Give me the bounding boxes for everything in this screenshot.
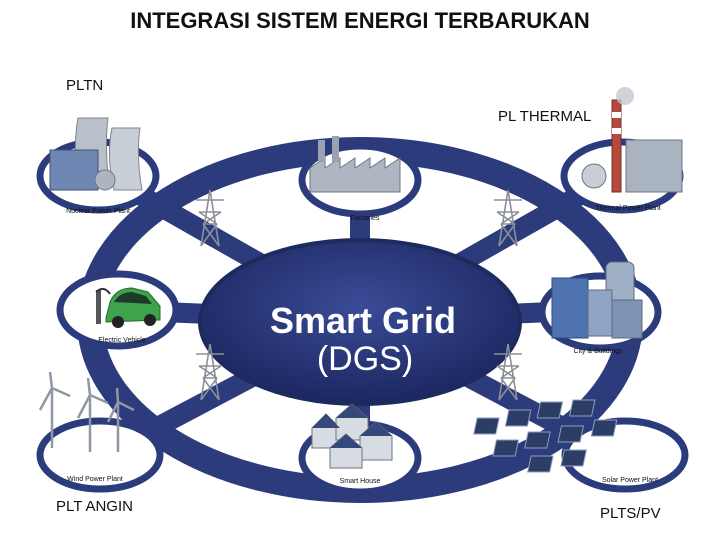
- label-pl-thermal: PL THERMAL: [498, 108, 592, 125]
- node-city: City & Buildings: [538, 261, 662, 355]
- node-wind-label: Wind Power Plant: [67, 476, 123, 483]
- node-wind: Wind Power Plant: [36, 371, 164, 493]
- node-thermal: Thermal Power Plant: [560, 87, 684, 214]
- node-solar-label: Solar Power Plant: [602, 477, 658, 484]
- dgs-subtitle: (DGS): [316, 340, 414, 378]
- label-pltn: PLTN: [66, 77, 104, 94]
- transmission-tower-icon: [196, 189, 522, 401]
- electric-car-icon: [95, 287, 161, 328]
- node-nuclear-label: Nuclear Power Plant: [66, 208, 130, 215]
- node-solar: Solar Power Plant: [473, 399, 689, 493]
- node-smart-house-label: Smart House: [340, 478, 381, 485]
- factory-icon: [309, 136, 401, 193]
- node-city-label: City & Buildings: [573, 348, 623, 355]
- node-electric-vehicle-label: Electric Vehicle: [98, 337, 146, 344]
- node-factories-label: Factories: [351, 215, 380, 222]
- node-electric-vehicle: Electric Vehicle: [56, 270, 180, 350]
- smart-house-icon: [311, 403, 393, 469]
- node-factories: Factories: [298, 136, 422, 222]
- label-plt-angin: PLT ANGIN: [56, 498, 133, 515]
- thermal-plant-icon: [581, 87, 683, 193]
- smart-grid-label: Smart Grid: [270, 300, 456, 341]
- nuclear-plant-icon: [49, 117, 143, 191]
- node-thermal-label: Thermal Power Plant: [595, 205, 660, 212]
- node-smart-house: Smart House: [298, 403, 422, 496]
- smart-grid-center: [198, 238, 522, 406]
- solar-panel-icon: [473, 399, 618, 473]
- city-buildings-icon: [551, 261, 643, 339]
- label-plts-pv: PLTS/PV: [600, 505, 661, 522]
- node-nuclear: Nuclear Power Plant: [36, 117, 160, 215]
- wind-turbine-icon: [38, 371, 135, 452]
- page-title: INTEGRASI SISTEM ENERGI TERBARUKAN: [130, 8, 590, 33]
